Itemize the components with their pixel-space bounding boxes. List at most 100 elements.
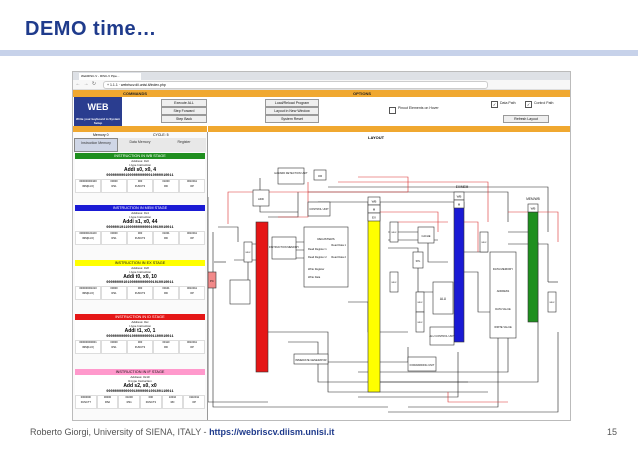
step-forward-button[interactable]: Step Forward [161, 107, 207, 115]
data-path-checkbox[interactable]: ✓ [491, 101, 498, 108]
field-name: RS1 [111, 345, 117, 349]
field-name: RS2 [104, 400, 110, 404]
write-data-label: Write Data [308, 275, 321, 279]
tab-instruction-memory[interactable]: Instruction Memory [74, 138, 118, 152]
field-value: 000 [137, 341, 143, 344]
field-value: 0010011 [187, 232, 197, 235]
exmem-m-label: M [458, 203, 461, 207]
memwb-title: MEM/WB [526, 197, 539, 201]
field-value: 00101 [162, 287, 170, 290]
refresh-layout-button[interactable]: Refresh Layout [503, 115, 549, 123]
pinout-elements-label: Pinout Elements on Hover [398, 106, 439, 110]
exmem-wb-label: WB [457, 195, 462, 199]
instr-memory-box [271, 236, 297, 260]
or-gate-label: OR [318, 174, 322, 178]
slide-title: DEMO time… [25, 18, 157, 40]
instruction-binary: 00000000000100000000001100010011 [106, 335, 174, 339]
idex-wb-label: WB [372, 200, 377, 204]
control-path-label: Control Path [534, 101, 554, 105]
read-data-2-label: Read Data 2 [331, 255, 346, 259]
mux-label: MUX [418, 322, 423, 324]
field-name: RS1 [111, 184, 117, 188]
memory-label: Memory 0 [93, 133, 109, 137]
control-wire [368, 211, 439, 232]
control-wire [338, 181, 489, 222]
field-name: RD [164, 236, 168, 240]
idex-m-label: M [373, 208, 376, 212]
field-value: 01000 [162, 180, 170, 183]
slide-footer: Roberto Giorgi, University of SIENA, ITA… [30, 427, 334, 437]
exmem-m-box [453, 199, 465, 209]
step-back-button[interactable]: Step Back [161, 115, 207, 123]
execute-all-button[interactable]: Execute ALL [161, 99, 207, 107]
cycle-label: CYCLE: 5 [153, 133, 169, 137]
app-screenshot: WebRISC-V - RISC-V Pipe... ← → ↻ + 1.1.1… [72, 71, 571, 421]
arrow-left-icon[interactable]: ← [75, 81, 81, 87]
field-name: RS1 [111, 236, 117, 240]
arrow-right-icon[interactable]: → [83, 81, 89, 87]
field-value: 00000 [110, 180, 118, 183]
instruction-address: Address: 0x4 [131, 211, 149, 215]
footer-url[interactable]: https://webriscv.diism.unisi.it [209, 427, 335, 437]
system-reset-button[interactable]: System Reset [265, 115, 319, 123]
field-name: RD [164, 345, 168, 349]
field-value: 10010 [168, 396, 177, 399]
datapath-wire [508, 243, 549, 282]
control-wire [458, 221, 479, 252]
field-value: 00110 [162, 341, 170, 344]
write-register-label: Write Register [308, 267, 325, 271]
load-reload-button[interactable]: Load/Reload Program [265, 99, 319, 107]
mux-box [415, 311, 425, 333]
mux-box [479, 231, 489, 253]
pinout-elements-checkbox[interactable] [389, 107, 396, 114]
mux-label: MUX [392, 232, 397, 234]
layout-new-window-button[interactable]: Layout in New Window [265, 107, 319, 115]
field-name: FUNCT3 [134, 345, 146, 349]
datapath-wire [308, 191, 509, 222]
tab-register[interactable]: Register [162, 138, 206, 152]
datapath-wire [218, 226, 239, 242]
instruction-address: Address: 0x10 [130, 375, 150, 379]
url-input[interactable]: + 1.1.1 · webriscv.dii.unisi.it/index.ph… [103, 81, 488, 89]
immgen-label: IMMEDIATE GENERATOR [295, 358, 326, 362]
instruction-text: Addi s1, x0, 44 [122, 219, 158, 225]
shift-box [412, 251, 424, 269]
memwb-register [527, 211, 539, 323]
field-name: OP [190, 291, 194, 295]
reload-icon[interactable]: ↻ [91, 81, 97, 87]
field-name: FUNCT3 [145, 400, 156, 404]
instruction-text: Addi t0, x0, 10 [123, 274, 157, 280]
datapath-wire [212, 232, 388, 408]
control-wire [278, 182, 309, 218]
field-name: RD [164, 184, 168, 188]
idex-ex-label: EX [372, 216, 376, 220]
pc-label: PC [210, 279, 214, 283]
instruction-binary: 00000000101000000000001010010011 [106, 281, 174, 285]
tab-data-memory[interactable]: Data Memory [118, 138, 162, 152]
cache-label: CACHE [421, 234, 430, 238]
read-data-1-label: Read Data 1 [331, 243, 346, 247]
control-path-checkbox[interactable]: ✓ [525, 101, 532, 108]
field-name: OP [190, 184, 194, 188]
instr-memory-label: INSTRUCTION MEMORY [269, 245, 299, 249]
datapath-wire [259, 178, 298, 213]
stage-header: INSTRUCTION IN ID STAGE [75, 314, 205, 320]
browser-tab[interactable]: WebRISC-V - RISC-V Pipe... [79, 73, 141, 80]
alu-label: ALU [440, 297, 447, 301]
mux-box [547, 291, 557, 313]
field-value: 000000001010 [79, 287, 97, 290]
write-value-label: WRITE VALUE [494, 325, 512, 329]
instruction-binary: 00000000000001000000100100110011 [106, 390, 174, 394]
